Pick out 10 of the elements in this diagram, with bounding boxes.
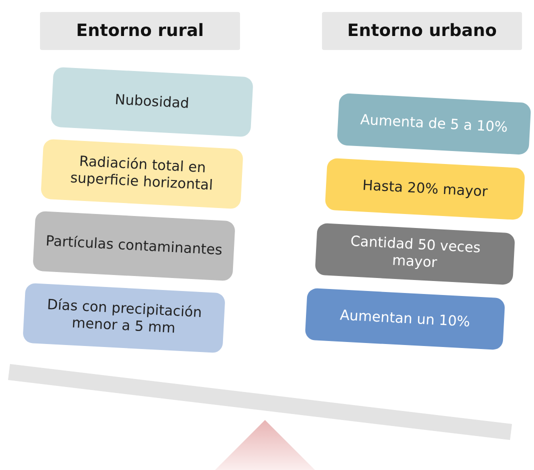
info-card: Partículas contaminantes bbox=[32, 210, 236, 282]
category-header: Entorno urbano bbox=[322, 12, 522, 50]
info-card: Aumenta de 5 a 10% bbox=[336, 93, 532, 155]
info-card: Días con precipitación menor a 5 mm bbox=[22, 282, 226, 354]
info-card: Radiación total en superficie horizontal bbox=[40, 138, 244, 210]
info-card: Hasta 20% mayor bbox=[324, 158, 526, 220]
info-card: Nubosidad bbox=[50, 66, 254, 138]
info-card: Aumentan un 10% bbox=[304, 288, 506, 350]
info-card: Cantidad 50 veces mayor bbox=[314, 222, 516, 286]
category-header: Entorno rural bbox=[40, 12, 240, 50]
